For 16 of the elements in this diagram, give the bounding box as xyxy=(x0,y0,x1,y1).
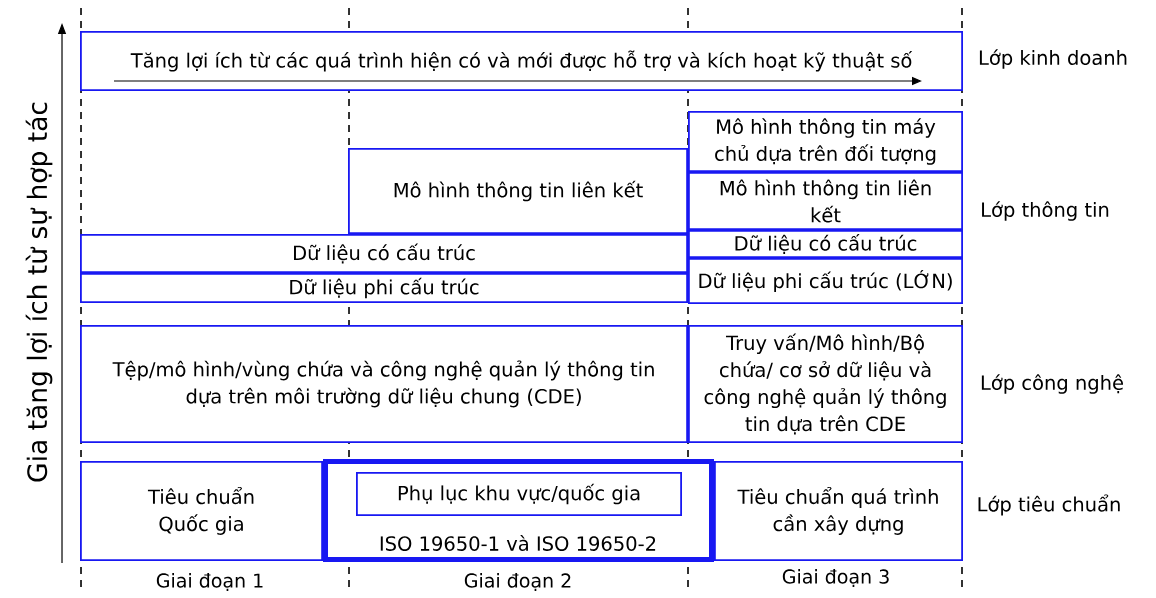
phase-label: Giai đoạn 2 xyxy=(464,573,571,591)
layer-label: Lớp công nghệ xyxy=(981,374,1123,394)
layer-label: Lớp thông tin xyxy=(982,201,1109,221)
axis-label: Gia tăng lợi ích từ sự hợp tác xyxy=(25,102,53,482)
info-box: Dữ liệu phi cấu trúc xyxy=(80,273,688,303)
business-box: Tăng lợi ích từ các quá trình hiện có và mới được hỗ trợ và kích hoạt kỹ thuật số xyxy=(80,31,963,91)
info-box: Dữ liệu có cấu trúc xyxy=(688,230,963,258)
info-box: Dữ liệu phi cấu trúc (LỚN) xyxy=(688,258,963,304)
annex-box: Phụ lục khu vực/quốc gia xyxy=(356,472,682,516)
technology-box: Truy vấn/Mô hình/Bộ chứa/ cơ sở dữ liệu và công nghệ quản lý thông tin dựa trên CDE xyxy=(688,325,963,443)
layer-label: Lớp kinh doanh xyxy=(979,49,1127,69)
standard-box: Tiêu chuẩn quá trình cần xây dựng xyxy=(714,461,963,561)
info-box: Mô hình thông tin liên kết xyxy=(348,148,688,234)
layer-label: Lớp tiêu chuẩn xyxy=(978,494,1120,516)
info-box: Mô hình thông tin máy chủ dựa trên đối tượng xyxy=(688,111,963,172)
standard-box: Tiêu chuẩn Quốc gia xyxy=(80,461,323,561)
